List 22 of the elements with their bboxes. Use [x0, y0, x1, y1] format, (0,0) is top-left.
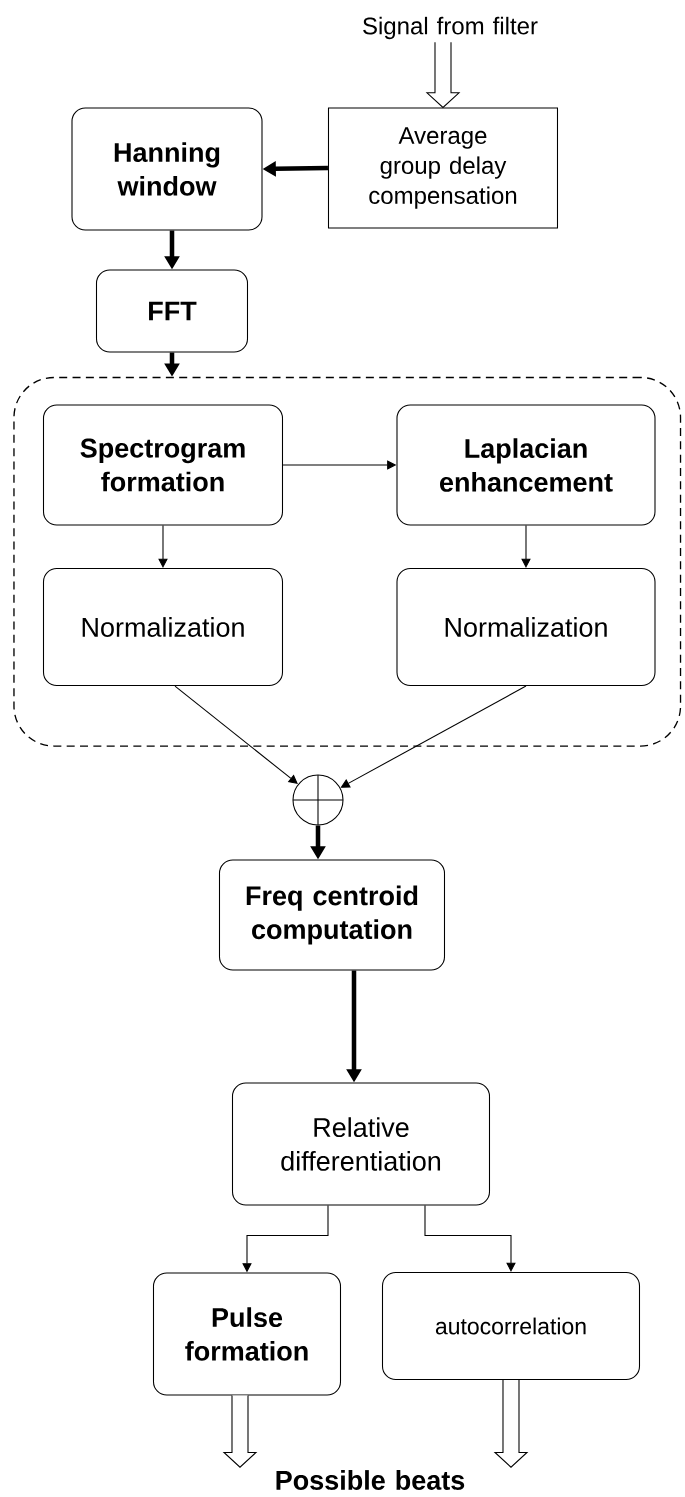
process-box: FFT: [95, 269, 249, 353]
process-box: Pulse formation: [152, 1272, 342, 1396]
dashed-group-box: [13, 376, 682, 747]
process-box: Hanning window: [71, 107, 263, 231]
hollow-arrow: [222, 1395, 258, 1468]
process-box: Normalization: [42, 568, 284, 687]
process-box: Freq centroid computation: [218, 859, 446, 971]
flow-label: Possible beats: [276, 1470, 465, 1490]
process-box: Laplacian enhancement: [396, 404, 656, 526]
hollow-arrow: [425, 41, 461, 109]
arrow: [340, 685, 527, 788]
process-box: Spectrogram formation: [42, 404, 284, 526]
summing-junction: [292, 774, 344, 826]
hollow-arrow: [493, 1379, 529, 1468]
process-box: Normalization: [396, 568, 656, 687]
process-box: autocorrelation: [381, 1271, 641, 1381]
arrow: [521, 525, 531, 568]
process-box: Relative differentiation: [231, 1082, 491, 1206]
process-box: Average group delay compensation: [327, 107, 559, 229]
arrow: [424, 1205, 516, 1272]
arrow: [158, 525, 168, 568]
flow-label: Signal from filter: [363, 16, 538, 40]
